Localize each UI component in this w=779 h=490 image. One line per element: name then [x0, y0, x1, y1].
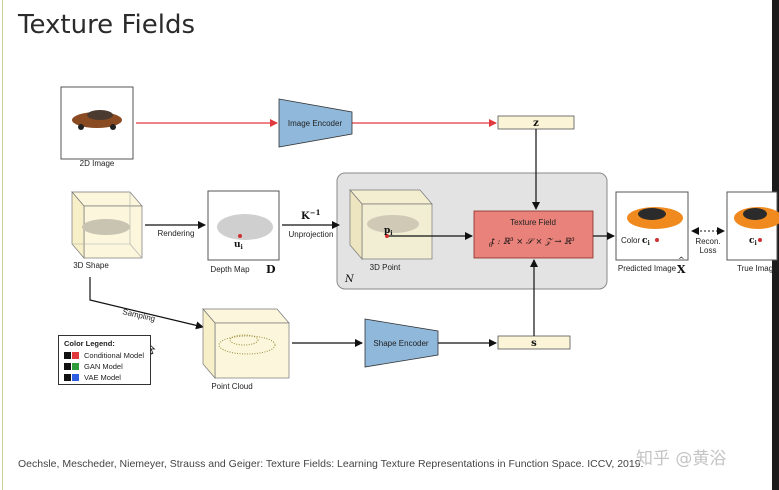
predicted-color-marker	[655, 238, 659, 242]
k-inverse-sup: −1	[310, 208, 321, 217]
u-symbol: ui	[234, 240, 244, 251]
point-marker	[385, 234, 389, 238]
image-label: 2D Image	[80, 159, 115, 168]
rendering-label: Rendering	[158, 229, 195, 238]
texture-field-formula: t : ℝ³ × 𝒮 × 𝒵 → ℝ³	[491, 237, 575, 247]
legend-swatch-color	[64, 374, 71, 381]
legend-title: Color Legend:	[64, 339, 115, 348]
shape-cube	[71, 191, 143, 259]
true-image-label: True Image	[737, 264, 778, 273]
legend-swatch-color	[72, 352, 79, 359]
image-encoder-block	[278, 98, 353, 148]
image-encoder-label: Image Encoder	[288, 119, 343, 128]
point-cube	[349, 189, 433, 260]
sampling-label: Sampling	[122, 307, 157, 323]
legend-swatch	[64, 374, 80, 381]
c-symbol-predicted-main: c	[642, 236, 648, 246]
shape-label: 3D Shape	[73, 261, 109, 270]
c-symbol-predicted: ci	[642, 236, 650, 247]
legend-swatch	[64, 352, 80, 359]
u-symbol-main: u	[234, 240, 241, 250]
legend-swatch-color	[64, 352, 71, 359]
depth-map-car-icon	[217, 214, 273, 240]
p-symbol: pi	[384, 226, 393, 237]
legend-item-label: GAN Model	[84, 362, 123, 371]
predicted-image-label: Predicted Image	[618, 264, 677, 273]
c-symbol-true: ci	[749, 236, 757, 247]
sampling-arrow	[89, 277, 204, 330]
legend-swatch-color	[72, 363, 79, 370]
legend-swatch-color	[72, 374, 79, 381]
legend-item: GAN Model	[64, 361, 145, 372]
left-rule	[2, 0, 3, 490]
depth-pixel-marker	[238, 234, 242, 238]
legend-swatch	[64, 363, 80, 370]
u-symbol-sub: i	[241, 244, 244, 251]
p-symbol-sub: i	[390, 230, 393, 237]
recon-label-line1: Recon.	[695, 237, 720, 246]
p-symbol-main: p	[384, 226, 390, 236]
k-inverse: K−1	[301, 208, 321, 222]
legend-item-label: VAE Model	[84, 373, 121, 382]
true-color-marker	[758, 238, 762, 242]
shape-encoder-label: Shape Encoder	[373, 339, 428, 348]
predicted-car-icon	[627, 207, 683, 229]
legend-item-label: Conditional Model	[84, 351, 145, 360]
citation: Oechsle, Mescheder, Niemeyer, Strauss an…	[18, 458, 644, 470]
c-symbol-true-sub: i	[754, 240, 757, 247]
x-hat-symbol: X	[677, 263, 686, 276]
legend-item: VAE Model	[64, 372, 145, 383]
unprojection-label: Unprojection	[289, 230, 334, 239]
x-hat-accent: ^	[678, 256, 685, 265]
texture-field-block	[473, 210, 594, 259]
color-label: Color	[621, 236, 640, 245]
point-label: 3D Point	[370, 263, 401, 272]
c-symbol-true-main: c	[749, 236, 755, 246]
n-symbol: N	[344, 274, 355, 285]
texture-field-title: Texture Field	[510, 218, 556, 227]
s-symbol: s	[531, 338, 537, 349]
c-symbol-predicted-sub: i	[647, 240, 650, 247]
recon-label-line2: Loss	[700, 246, 717, 255]
shape-encoder-block	[364, 318, 439, 368]
point-cloud-label: Point Cloud	[211, 382, 252, 391]
true-car-icon	[734, 207, 779, 229]
legend-swatch-color	[64, 363, 71, 370]
point-cloud-cube	[202, 308, 290, 379]
depth-map-label: Depth Map	[210, 265, 250, 274]
theta-subscript: θ	[489, 242, 493, 249]
depth-symbol: D	[266, 263, 276, 276]
z-symbol: z	[533, 118, 539, 129]
car-image-icon	[72, 110, 122, 130]
legend-item: Conditional Model	[64, 350, 145, 361]
slide-title: Texture Fields	[18, 10, 195, 40]
watermark: 知乎 @黄浴	[636, 449, 727, 469]
k-inverse-main: K	[301, 211, 310, 222]
